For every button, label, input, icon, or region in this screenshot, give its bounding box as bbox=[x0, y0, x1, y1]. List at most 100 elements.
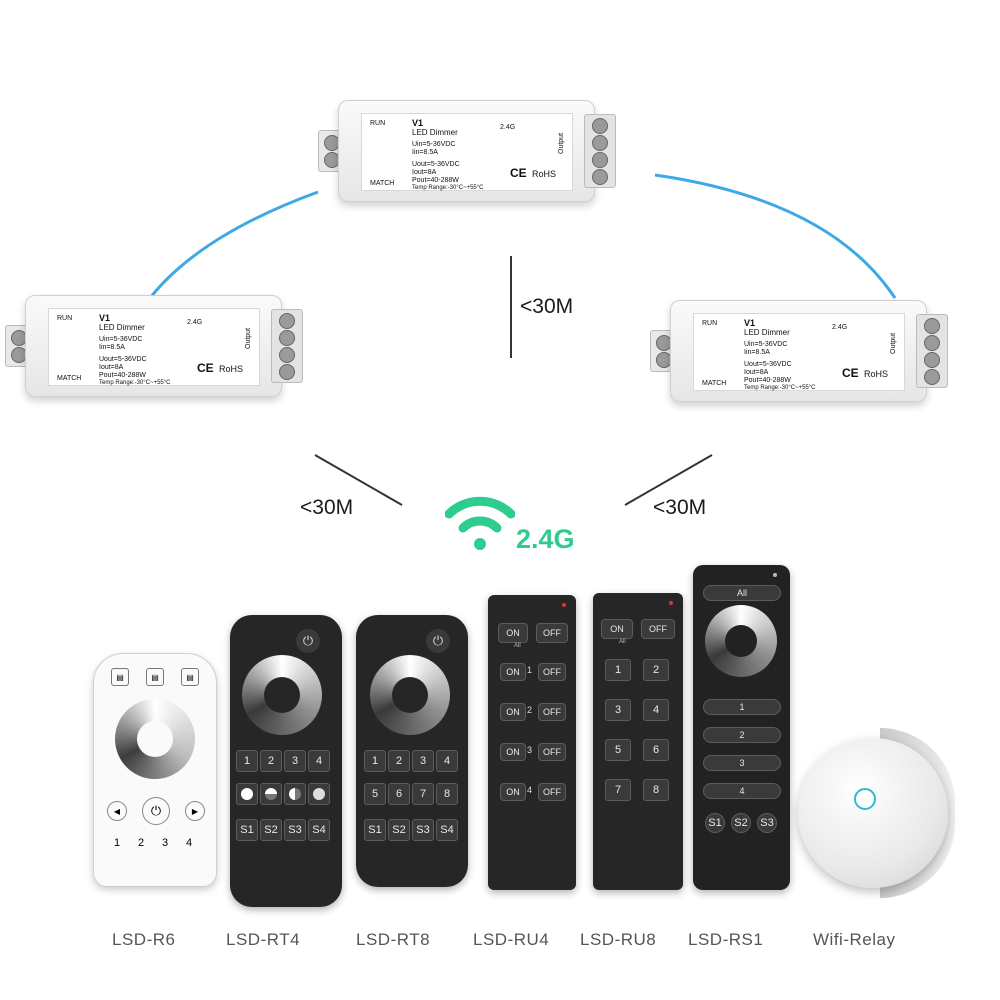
zone-3-on-button[interactable]: ON bbox=[500, 743, 526, 761]
freq-label: 2.4G bbox=[187, 319, 203, 326]
memory-button-2[interactable]: ▤ bbox=[146, 668, 164, 686]
signal-label: 2.4G bbox=[516, 524, 575, 554]
zone-1-on-button[interactable]: ON bbox=[500, 663, 526, 681]
zone-button-8[interactable]: 8 bbox=[643, 779, 669, 801]
zone-button-4[interactable]: 4 bbox=[703, 783, 781, 799]
spec-temp: Temp Range:-30°C~+55°C bbox=[99, 380, 171, 386]
dimmer-housing: RUN MATCH V1 LED Dimmer Uin=5-36VDC Iin=… bbox=[338, 100, 595, 202]
zone-button-7[interactable]: 7 bbox=[412, 783, 434, 805]
zone-2-off-button[interactable]: OFF bbox=[538, 703, 566, 721]
zone-button-4[interactable]: 4 bbox=[436, 750, 458, 772]
power-icon[interactable]: ⏻ bbox=[426, 629, 450, 653]
zone-2-on-button[interactable]: ON bbox=[500, 703, 526, 721]
zone-4-off-button[interactable]: OFF bbox=[538, 783, 566, 801]
distance-line-left bbox=[314, 454, 403, 506]
color-temp-button-4[interactable] bbox=[308, 783, 330, 805]
zone-2-label: 2 bbox=[527, 705, 533, 715]
zone-button-2[interactable]: 2 bbox=[388, 750, 410, 772]
zone-3-off-button[interactable]: OFF bbox=[538, 743, 566, 761]
memory-button-3[interactable]: ▤ bbox=[181, 668, 199, 686]
zone-button-1[interactable]: 1 bbox=[364, 750, 386, 772]
brightness-wheel[interactable] bbox=[370, 655, 450, 735]
rohs-mark: RoHS bbox=[864, 369, 889, 379]
scene-button-1[interactable]: S1 bbox=[705, 813, 725, 833]
zone-button-5[interactable]: 5 bbox=[364, 783, 386, 805]
scene-button-4[interactable]: S4 bbox=[308, 819, 330, 841]
dimmer-housing: RUN MATCH V1 LED Dimmer Uin=5-36VDC Iin=… bbox=[670, 300, 927, 402]
product-label-lsd-r6: LSD-R6 bbox=[112, 930, 176, 949]
memory-button-1[interactable]: ▤ bbox=[111, 668, 129, 686]
zone-1-off-button[interactable]: OFF bbox=[538, 663, 566, 681]
product-label-lsd-rs1: LSD-RS1 bbox=[688, 930, 764, 949]
all-on-button[interactable]: ON bbox=[601, 619, 633, 639]
wireless-link-left bbox=[148, 190, 319, 299]
spec-iout: Iout=8A bbox=[99, 364, 124, 371]
scene-button-2[interactable]: S2 bbox=[731, 813, 751, 833]
zone-button-1[interactable]: 1 bbox=[236, 750, 258, 772]
rohs-mark: RoHS bbox=[219, 364, 244, 374]
zone-button-1[interactable]: 1 bbox=[113, 837, 121, 849]
zone-4-on-button[interactable]: ON bbox=[500, 783, 526, 801]
zone-button-3[interactable]: 3 bbox=[284, 750, 306, 772]
scene-button-1[interactable]: S1 bbox=[364, 819, 386, 841]
brightness-wheel[interactable] bbox=[242, 655, 322, 735]
zone-button-2[interactable]: 2 bbox=[703, 727, 781, 743]
remote-lsd-r6: ▤ ▤ ▤ ◀ ⏻ ▶ 1 2 3 4 bbox=[93, 653, 217, 887]
connection-diagram bbox=[148, 173, 897, 506]
color-temp-button-1[interactable] bbox=[236, 783, 258, 805]
dimmer-name: LED Dimmer bbox=[412, 128, 458, 137]
zone-button-4[interactable]: 4 bbox=[185, 837, 193, 849]
all-zone-button[interactable]: All bbox=[703, 585, 781, 601]
all-off-button[interactable]: OFF bbox=[536, 623, 568, 643]
scene-button-2[interactable]: S2 bbox=[388, 819, 410, 841]
scene-button-4[interactable]: S4 bbox=[436, 819, 458, 841]
zone-button-7[interactable]: 7 bbox=[605, 779, 631, 801]
power-icon[interactable]: ⏻ bbox=[296, 629, 320, 653]
brightness-wheel[interactable] bbox=[705, 605, 777, 677]
zone-button-4[interactable]: 4 bbox=[643, 699, 669, 721]
zone-button-3[interactable]: 3 bbox=[161, 837, 169, 849]
zone-button-2[interactable]: 2 bbox=[643, 659, 669, 681]
zone-button-3[interactable]: 3 bbox=[412, 750, 434, 772]
dimmer-model: V1 bbox=[412, 118, 424, 128]
distance-label-left: <30M bbox=[300, 496, 354, 519]
all-label: All bbox=[619, 639, 626, 645]
zone-button-8[interactable]: 8 bbox=[436, 783, 458, 805]
spec-uin: Uin=5-36VDC bbox=[744, 341, 788, 348]
remote-lsd-rt4: ⏻ 1 2 3 4 S1 S2 S3 S4 bbox=[230, 615, 342, 907]
zone-button-1[interactable]: 1 bbox=[605, 659, 631, 681]
zone-button-3[interactable]: 3 bbox=[703, 755, 781, 771]
product-label-lsd-ru4: LSD-RU4 bbox=[473, 930, 550, 949]
zone-button-6[interactable]: 6 bbox=[643, 739, 669, 761]
zone-button-2[interactable]: 2 bbox=[260, 750, 282, 772]
right-arrow-icon[interactable]: ▶ bbox=[185, 801, 205, 821]
brightness-wheel[interactable] bbox=[115, 699, 195, 779]
zone-button-3[interactable]: 3 bbox=[605, 699, 631, 721]
zone-button-1[interactable]: 1 bbox=[703, 699, 781, 715]
wireless-link-right bbox=[654, 173, 897, 299]
remote-lsd-ru8: ON OFF All 1 2 3 4 5 6 7 8 bbox=[593, 593, 683, 890]
dimmer-name: LED Dimmer bbox=[99, 323, 145, 332]
dimmer-housing: RUN MATCH V1 LED Dimmer Uin=5-36VDC Iin=… bbox=[25, 295, 282, 397]
scene-button-1[interactable]: S1 bbox=[236, 819, 258, 841]
all-off-button[interactable]: OFF bbox=[641, 619, 675, 639]
relay-button[interactable] bbox=[854, 788, 876, 810]
spec-iout: Iout=8A bbox=[412, 169, 437, 176]
ce-mark: CE bbox=[510, 166, 527, 180]
color-temp-button-3[interactable] bbox=[284, 783, 306, 805]
power-icon[interactable]: ⏻ bbox=[142, 797, 170, 825]
scene-button-2[interactable]: S2 bbox=[260, 819, 282, 841]
scene-button-3[interactable]: S3 bbox=[412, 819, 434, 841]
all-on-button[interactable]: ON bbox=[498, 623, 528, 643]
zone-button-5[interactable]: 5 bbox=[605, 739, 631, 761]
match-label: MATCH bbox=[702, 380, 727, 387]
scene-button-3[interactable]: S3 bbox=[757, 813, 777, 833]
zone-button-6[interactable]: 6 bbox=[388, 783, 410, 805]
zone-button-4[interactable]: 4 bbox=[308, 750, 330, 772]
scene-button-3[interactable]: S3 bbox=[284, 819, 306, 841]
zone-4-label: 4 bbox=[527, 785, 533, 795]
color-temp-button-2[interactable] bbox=[260, 783, 282, 805]
run-label: RUN bbox=[57, 315, 73, 322]
left-arrow-icon[interactable]: ◀ bbox=[107, 801, 127, 821]
zone-button-2[interactable]: 2 bbox=[137, 837, 145, 849]
